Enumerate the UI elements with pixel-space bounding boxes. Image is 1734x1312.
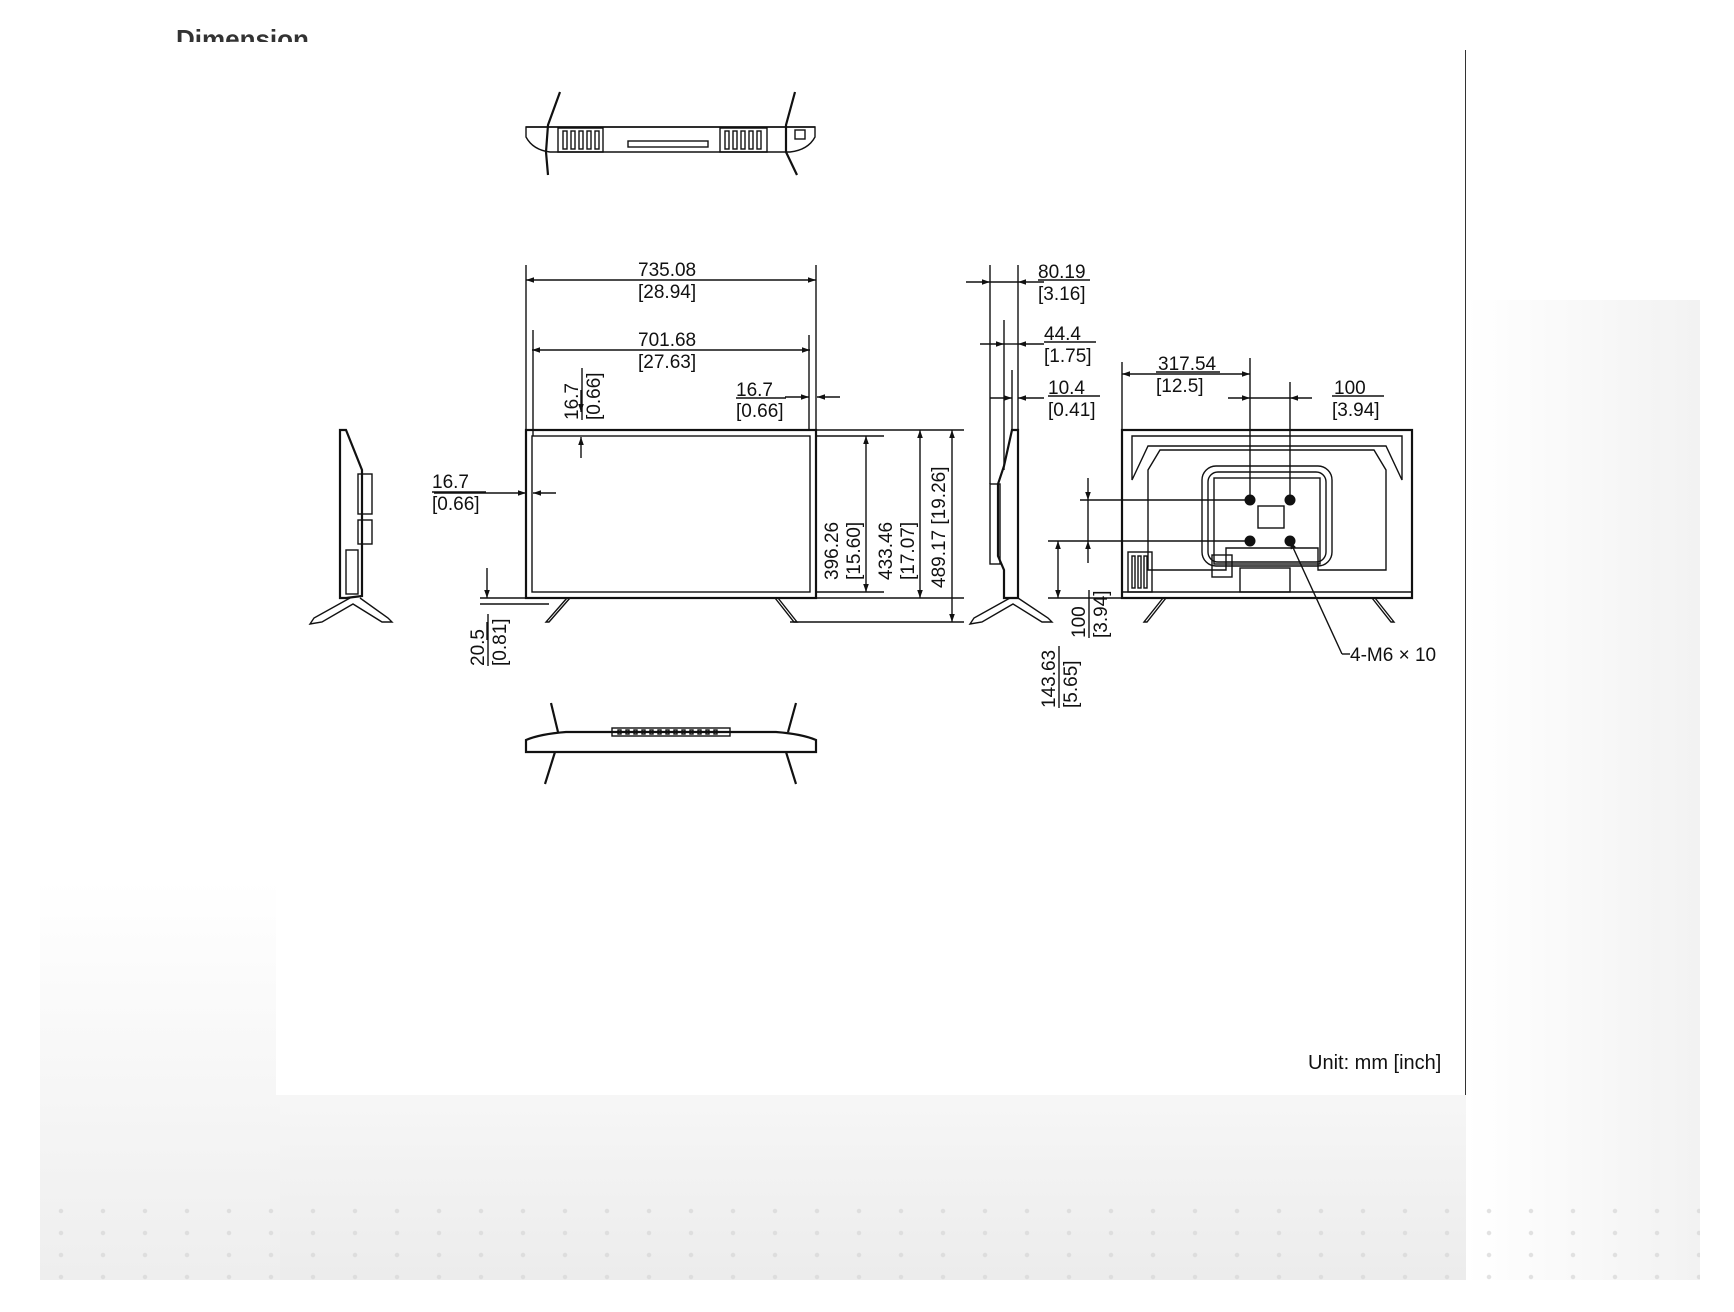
depth-body-inch-label: [1.75] [1044,346,1092,367]
vesa-spacing-y-inch-label: [3.94] [1091,590,1112,638]
side-dimension-labels: 80.19 [3.16] 44.4 [1.75] 10.4 [0.41] [1038,262,1100,421]
bezel-top-inch-label: [0.66] [584,372,605,420]
background-right-panel [1466,300,1700,1280]
vesa-offset-x-label: 317.54 [1158,354,1217,375]
section-title: Dimension [176,24,309,42]
vesa-spacing-y-label: 100 [1069,606,1090,638]
bezel-top-label: 16.7 [562,383,583,420]
vesa-height-label: 143.63 [1039,650,1060,708]
bezel-right-label: 16.7 [736,380,773,401]
bottom-gap-inch-label: [0.81] [490,618,511,666]
side-dimension-lines [966,265,1044,484]
panel-height-label: 433.46 [876,522,897,580]
overall-width-label: 735.08 [638,260,696,281]
bottom-gap-label: 20.5 [468,629,489,666]
depth-panel-label: 10.4 [1048,378,1085,399]
decorative-dot-pattern [40,1200,1700,1280]
top-view [525,91,816,176]
vesa-height-inch-label: [5.65] [1061,660,1082,708]
rear-dimension-lines [1048,358,1350,655]
depth-total-label: 80.19 [1038,262,1086,283]
unit-label: Unit: mm [inch] [1308,1052,1442,1074]
screw-spec-label: 4-M6 × 10 [1350,645,1436,666]
right-side-view [968,428,1054,625]
screen-width-inch-label: [27.63] [638,352,696,373]
screen-height-inch-label: [15.60] [844,522,865,580]
vesa-spacing-x-label: 100 [1334,378,1366,399]
depth-body-label: 44.4 [1044,324,1081,345]
vesa-spacing-x-inch-label: [3.94] [1332,400,1380,421]
bezel-left-label: 16.7 [432,472,469,493]
overall-width-inch-label: [28.94] [638,282,696,303]
bottom-view [524,702,818,785]
front-view [524,428,818,623]
total-height-label: 489.17 [19.26] [929,467,950,589]
page-divider [1465,50,1466,1095]
depth-total-inch-label: [3.16] [1038,284,1086,305]
front-dimension-lines [434,265,964,640]
rear-view [1120,428,1414,623]
bezel-right-inch-label: [0.66] [736,401,784,422]
bezel-left-inch-label: [0.66] [432,494,480,515]
rear-dimension-labels: 317.54 [12.5] 100 [3.94] 100 [3.94] 143.… [1039,354,1436,708]
left-side-view [308,428,394,625]
screen-height-label: 396.26 [822,522,843,580]
screen-width-label: 701.68 [638,330,696,351]
depth-panel-inch-label: [0.41] [1048,400,1096,421]
front-dimension-labels: 735.08 [28.94] 701.68 [27.63] 16.7 [0.66… [432,260,950,666]
panel-height-inch-label: [17.07] [898,522,919,580]
vesa-offset-x-inch-label: [12.5] [1156,376,1204,397]
